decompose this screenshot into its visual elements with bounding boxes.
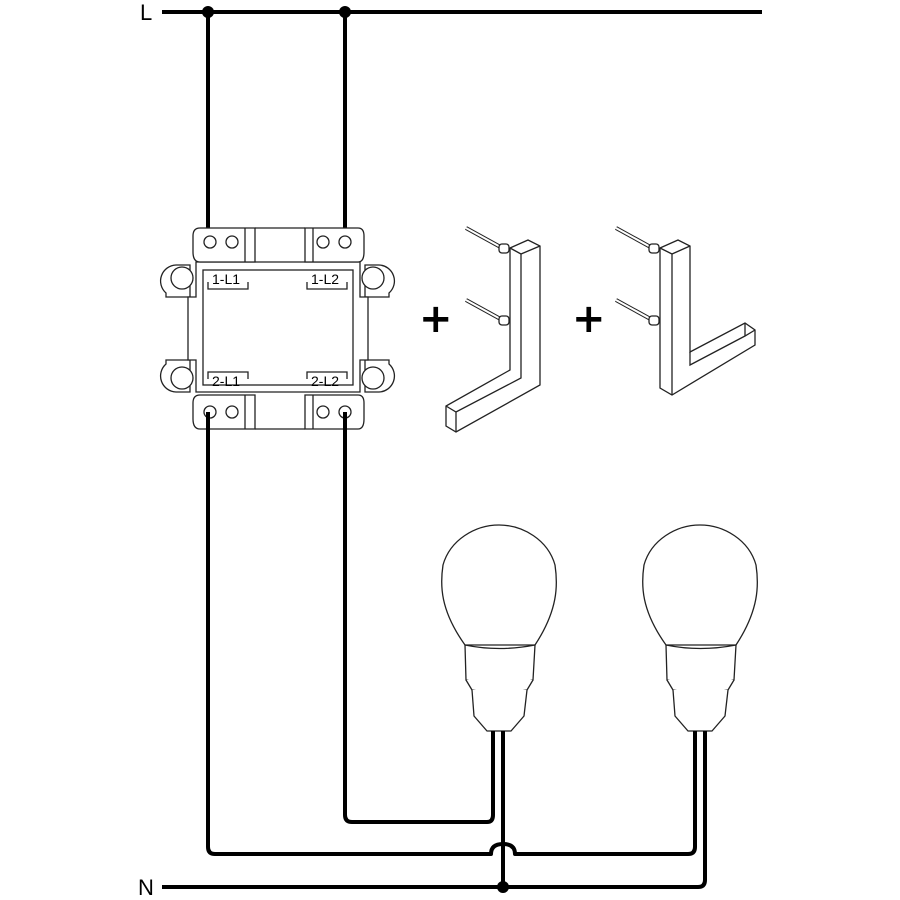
- neutral-label: N: [138, 875, 154, 900]
- light-bulb-2-icon: [642, 524, 758, 732]
- switch-module: 1-L1 1-L2 2-L1 2-L2: [159, 227, 396, 430]
- terminal-screws: [203, 235, 352, 419]
- terminal-label-2-l1: 2-L1: [212, 373, 240, 389]
- junction-dot: [339, 6, 351, 18]
- light-bulb-1-icon: [441, 524, 557, 732]
- load-wires: [162, 412, 707, 893]
- live-wire: [162, 6, 762, 242]
- terminal-label-1-l2: 1-L2: [311, 271, 339, 287]
- plus-sign: +: [572, 296, 606, 342]
- live-label: L: [140, 0, 152, 25]
- terminal-label-1-l1: 1-L1: [212, 271, 240, 287]
- junction-dot: [497, 881, 509, 893]
- terminal-label-2-l2: 2-L2: [311, 373, 339, 389]
- plus-sign: +: [419, 296, 453, 342]
- junction-dot: [202, 6, 214, 18]
- rocker-right-icon: [615, 226, 756, 396]
- rocker-left-icon: [445, 226, 541, 433]
